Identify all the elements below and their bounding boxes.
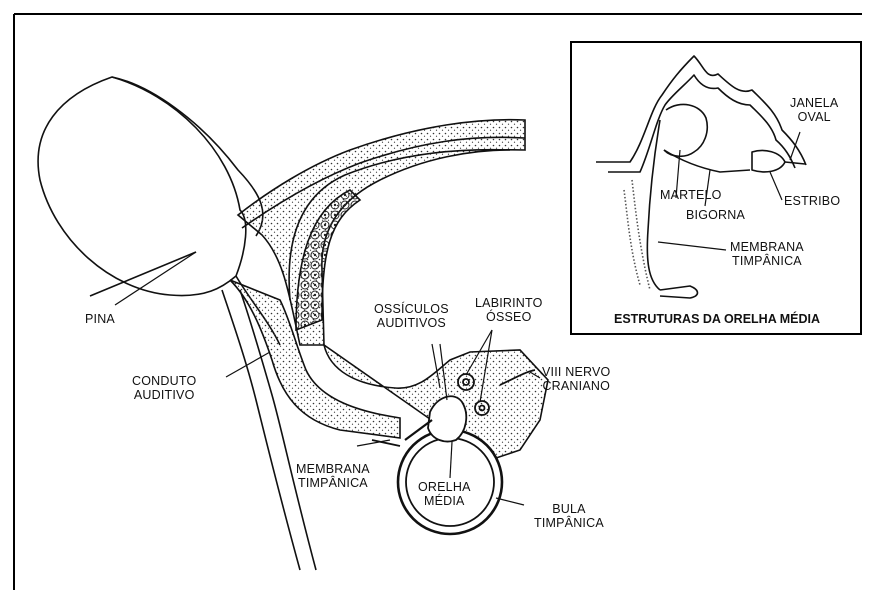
label-estribo: ESTRIBO bbox=[784, 194, 840, 208]
label-martelo: MARTELO bbox=[660, 188, 722, 202]
label-pina: PINA bbox=[85, 312, 115, 326]
label-bigorna: BIGORNA bbox=[686, 208, 745, 222]
inset-title: ESTRUTURAS DA ORELHA MÉDIA bbox=[575, 312, 859, 326]
